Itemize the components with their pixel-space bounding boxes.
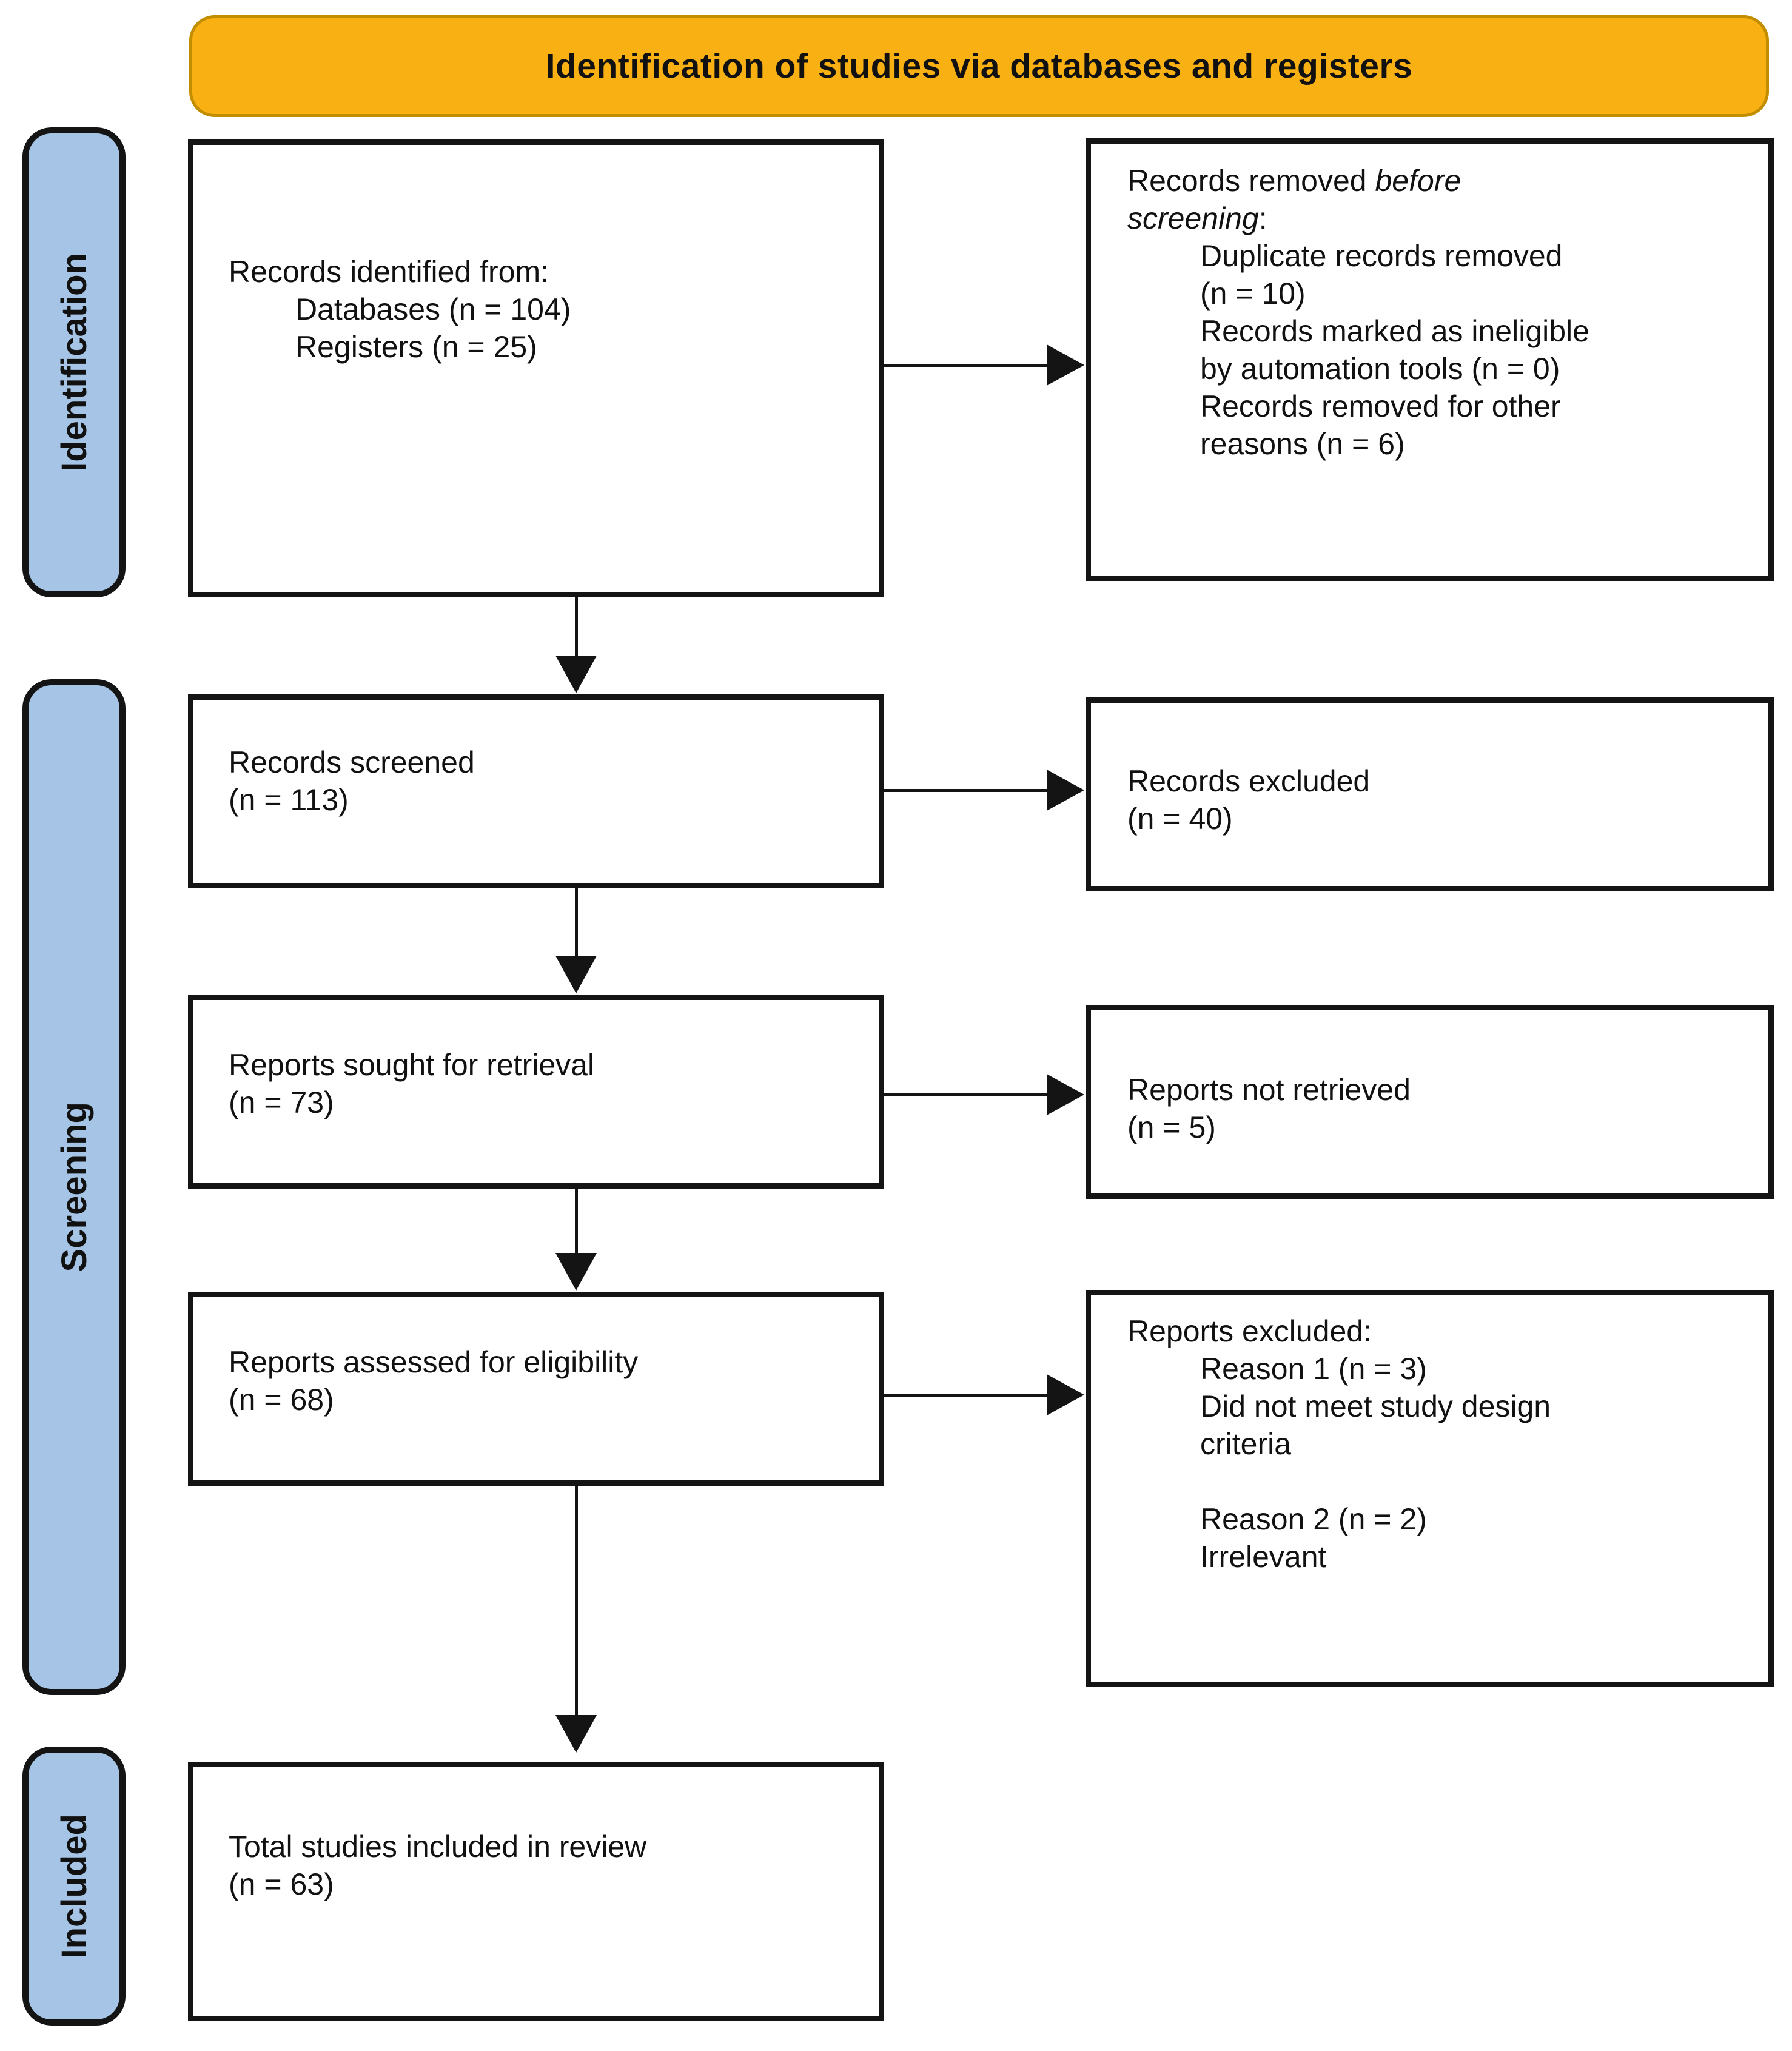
box-line: (n = 5): [1127, 1110, 1216, 1144]
box-line: Reports not retrieved: [1127, 1073, 1411, 1107]
box-line: Reason 2 (n = 2): [1200, 1502, 1427, 1536]
box-line: (n = 63): [229, 1867, 334, 1901]
box-line: (n = 68): [229, 1383, 334, 1417]
box-records-screened: Records screened (n = 113): [188, 694, 884, 888]
box-line: Reports sought for retrieval: [229, 1048, 595, 1082]
box-line: Registers (n = 25): [295, 330, 537, 364]
box-records-excluded: Records excluded (n = 40): [1086, 697, 1774, 891]
box-line: criteria: [1200, 1427, 1292, 1461]
box-line: (n = 10): [1200, 277, 1306, 311]
arrow-shaft: [575, 1486, 578, 1717]
arrow-head-icon: [1047, 344, 1084, 386]
box-line: (n = 113): [229, 783, 349, 817]
box-line: screening:: [1127, 201, 1267, 235]
arrow-head-icon: [555, 1253, 597, 1291]
stage-included: Included: [22, 1747, 126, 2026]
arrow-shaft: [575, 597, 578, 658]
arrow-shaft: [575, 1189, 578, 1255]
stage-screening-label: Screening: [54, 1102, 94, 1272]
box-line: Databases (n = 104): [295, 292, 571, 326]
box-line: reasons (n = 6): [1200, 427, 1405, 461]
banner: Identification of studies via databases …: [189, 15, 1769, 117]
box-records-removed: Records removed before screening: Duplic…: [1086, 138, 1774, 581]
box-line: Records marked as ineligible: [1200, 314, 1589, 348]
box-reports-sought: Reports sought for retrieval (n = 73): [188, 995, 884, 1189]
stage-screening: Screening: [22, 679, 126, 1695]
arrow-shaft: [884, 364, 1049, 367]
arrow-head-icon: [1047, 1374, 1084, 1415]
box-line: Reports excluded:: [1127, 1314, 1372, 1348]
stage-included-label: Included: [54, 1813, 94, 1959]
box-line: Records removed before: [1127, 164, 1461, 198]
box-line: Reports assessed for eligibility: [229, 1345, 639, 1379]
box-line: Duplicate records removed: [1200, 239, 1563, 273]
box-reports-excluded: Reports excluded: Reason 1 (n = 3) Did n…: [1086, 1290, 1774, 1687]
box-records-identified: Records identified from: Databases (n = …: [188, 139, 884, 597]
box-reports-assessed: Reports assessed for eligibility (n = 68…: [188, 1292, 884, 1486]
box-line: Records screened: [229, 745, 475, 779]
box-line: Records excluded: [1127, 764, 1371, 798]
box-line: Records removed for other: [1200, 389, 1561, 423]
box-line: Total studies included in review: [229, 1830, 647, 1864]
arrow-shaft: [575, 888, 578, 958]
banner-title: Identification of studies via databases …: [545, 47, 1413, 86]
arrow-shaft: [884, 789, 1049, 792]
box-line: (n = 40): [1127, 802, 1233, 836]
arrow-head-icon: [1047, 1074, 1084, 1115]
box-line: Irrelevant: [1200, 1540, 1327, 1574]
box-line: Did not meet study design: [1200, 1389, 1551, 1423]
arrow-head-icon: [555, 656, 597, 693]
arrow-head-icon: [555, 1715, 597, 1753]
stage-identification-label: Identification: [54, 253, 94, 472]
box-line: by automation tools (n = 0): [1200, 352, 1560, 386]
arrow-shaft: [884, 1394, 1049, 1397]
box-line: Reason 1 (n = 3): [1200, 1352, 1427, 1386]
box-reports-not-retrieved: Reports not retrieved (n = 5): [1086, 1005, 1774, 1199]
arrow-shaft: [884, 1093, 1049, 1096]
arrow-head-icon: [555, 956, 597, 993]
stage-identification: Identification: [22, 127, 126, 597]
arrow-head-icon: [1047, 770, 1084, 811]
box-line: (n = 73): [229, 1086, 334, 1119]
box-total-included: Total studies included in review (n = 63…: [188, 1762, 884, 2021]
box-line: Records identified from:: [229, 255, 549, 289]
